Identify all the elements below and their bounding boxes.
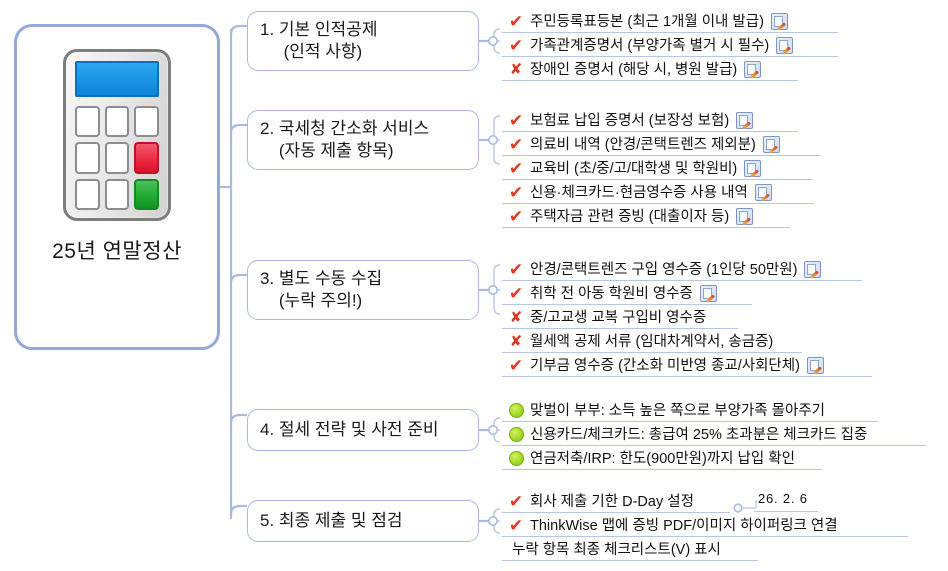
calculator-key-red <box>134 142 159 174</box>
calculator-key <box>75 142 100 174</box>
leaf-label: 보험료 납입 증명서 (보장성 보험) <box>530 112 730 129</box>
calculator-key <box>134 106 159 138</box>
branch-node-1-label: 1. 기본 인적공제 (인적 사항) <box>260 19 378 61</box>
check-icon: ✔ <box>508 159 524 178</box>
note-pencil-icon[interactable] <box>804 261 822 278</box>
leaf-label: 신용·체크카드·현금영수증 사용 내역 <box>530 184 748 201</box>
calculator-icon <box>63 49 171 221</box>
leaf-item[interactable]: ✔ 주택자금 관련 증빙 (대출이자 등) <box>506 205 754 228</box>
leaf-label: 맞벌이 부부: 소득 높은 쪽으로 부양가족 몰아주기 <box>530 402 825 419</box>
check-icon: ✔ <box>508 356 524 375</box>
check-icon: ✔ <box>508 12 524 31</box>
note-pencil-icon[interactable] <box>754 184 772 201</box>
check-icon: ✔ <box>508 36 524 55</box>
leaf-item[interactable]: ✔ 안경/콘택트렌즈 구입 영수증 (1인당 50만원) <box>506 258 822 281</box>
note-pencil-icon[interactable] <box>736 112 754 129</box>
green-bullet-icon <box>506 427 526 442</box>
leaf-label: 연금저축/IRP: 한도(900만원)까지 납입 확인 <box>530 450 795 467</box>
leaf-item[interactable]: ✘ 월세액 공제 서류 (임대차계약서, 송금증) <box>506 330 774 353</box>
check-icon: ✔ <box>508 207 524 226</box>
leaf-item[interactable]: 맞벌이 부부: 소득 높은 쪽으로 부양가족 몰아주기 <box>506 399 825 422</box>
calculator-keys <box>75 106 159 210</box>
central-node-label: 25년 연말정산 <box>52 240 182 263</box>
note-pencil-icon[interactable] <box>736 208 754 225</box>
check-icon: ✔ <box>508 492 524 511</box>
note-pencil-icon[interactable] <box>770 13 788 30</box>
check-icon: ✔ <box>508 111 524 130</box>
branch-node-4[interactable]: 4. 절세 전략 및 사전 준비 <box>247 409 479 451</box>
note-pencil-icon[interactable] <box>699 285 717 302</box>
note-pencil-icon[interactable] <box>744 160 762 177</box>
calculator-key <box>75 106 100 138</box>
branch-node-2[interactable]: 2. 국세청 간소화 서비스 (자동 제출 항목) <box>247 110 479 170</box>
leaf-label: 누락 항목 최종 체크리스트(V) 표시 <box>512 541 721 558</box>
leaf-label: 장애인 증명서 (해당 시, 병원 발급) <box>530 61 738 78</box>
leaf-item[interactable]: ✔ 취학 전 아동 학원비 영수증 <box>506 282 717 305</box>
branch-node-5[interactable]: 5. 최종 제출 및 점검 <box>247 500 479 542</box>
leaf-item[interactable]: 연금저축/IRP: 한도(900만원)까지 납입 확인 <box>506 447 795 470</box>
leaf-label: 주택자금 관련 증빙 (대출이자 등) <box>530 208 730 225</box>
leaf-item[interactable]: ✔ ThinkWise 맵에 증빙 PDF/이미지 하이퍼링크 연결 <box>506 514 838 537</box>
leaf-label: 가족관계증명서 (부양가족 별거 시 필수) <box>530 37 770 54</box>
calculator-key <box>104 142 130 174</box>
green-bullet-icon <box>506 451 526 466</box>
green-bullet-icon <box>506 403 526 418</box>
branch-node-4-label: 4. 절세 전략 및 사전 준비 <box>260 419 439 439</box>
check-icon: ✔ <box>508 284 524 303</box>
leaf-item[interactable]: ✔ 회사 제출 기한 D-Day 설정 <box>506 490 694 513</box>
calculator-screen <box>75 61 159 97</box>
leaf-item[interactable]: ✘ 장애인 증명서 (해당 시, 병원 발급) <box>506 58 762 81</box>
leaf-label: 기부금 영수증 (간소화 미반영 종교/사회단체) <box>530 357 800 374</box>
leaf-label: 안경/콘택트렌즈 구입 영수증 (1인당 50만원) <box>530 261 798 278</box>
note-pencil-icon[interactable] <box>806 357 824 374</box>
cross-icon: ✘ <box>509 309 523 326</box>
calculator-key-green <box>134 178 159 210</box>
leaf-item[interactable]: 누락 항목 최종 체크리스트(V) 표시 <box>512 538 721 561</box>
calculator-key <box>75 178 100 210</box>
leaf-label: 중/고교생 교복 구입비 영수증 <box>530 309 707 326</box>
leaf-item[interactable]: ✔ 가족관계증명서 (부양가족 별거 시 필수) <box>506 34 794 57</box>
branch-node-1[interactable]: 1. 기본 인적공제 (인적 사항) <box>247 11 479 71</box>
branch-node-2-label: 2. 국세청 간소화 서비스 (자동 제출 항목) <box>260 118 430 160</box>
cross-icon: ✘ <box>509 333 523 350</box>
leaf-label: 회사 제출 기한 D-Day 설정 <box>530 493 694 510</box>
note-pencil-icon[interactable] <box>762 136 780 153</box>
leaf-item[interactable]: 신용카드/체크카드: 총급여 25% 초과분은 체크카드 집중 <box>506 423 867 446</box>
leaf-item[interactable]: ✔ 교육비 (초/중/고/대학생 및 학원비) <box>506 157 762 180</box>
leaf-label: 주민등록표등본 (최근 1개월 이내 발급) <box>530 13 764 30</box>
branch-node-3-label: 3. 별도 수동 수집 (누락 주의!) <box>260 268 383 310</box>
calculator-key <box>104 178 130 210</box>
leaf-label: 취학 전 아동 학원비 영수증 <box>530 285 693 302</box>
leaf-label: 신용카드/체크카드: 총급여 25% 초과분은 체크카드 집중 <box>530 426 868 443</box>
check-icon: ✔ <box>508 516 524 535</box>
sub-note-dday[interactable]: 26. 2. 6 <box>758 491 808 506</box>
check-icon: ✔ <box>508 260 524 279</box>
cross-icon: ✘ <box>509 61 523 78</box>
leaf-item[interactable]: ✔ 신용·체크카드·현금영수증 사용 내역 <box>506 181 772 204</box>
leaf-item[interactable]: ✔ 보험료 납입 증명서 (보장성 보험) <box>506 109 754 132</box>
leaf-label: 의료비 내역 (안경/콘택트렌즈 제외분) <box>530 136 756 153</box>
check-icon: ✔ <box>508 135 524 154</box>
leaf-item[interactable]: ✔ 의료비 내역 (안경/콘택트렌즈 제외분) <box>506 133 780 156</box>
central-node[interactable]: 25년 연말정산 <box>14 24 220 350</box>
leaf-label: 월세액 공제 서류 (임대차계약서, 송금증) <box>530 333 774 350</box>
check-icon: ✔ <box>508 183 524 202</box>
leaf-item[interactable]: ✘ 중/고교생 교복 구입비 영수증 <box>506 306 707 329</box>
leaf-item[interactable]: ✔ 주민등록표등본 (최근 1개월 이내 발급) <box>506 10 788 33</box>
leaf-label: 교육비 (초/중/고/대학생 및 학원비) <box>530 160 738 177</box>
note-pencil-icon[interactable] <box>776 37 794 54</box>
branch-node-5-label: 5. 최종 제출 및 점검 <box>260 510 403 530</box>
note-pencil-icon[interactable] <box>744 61 762 78</box>
leaf-item[interactable]: ✔ 기부금 영수증 (간소화 미반영 종교/사회단체) <box>506 354 824 377</box>
branch-node-3[interactable]: 3. 별도 수동 수집 (누락 주의!) <box>247 260 479 320</box>
calculator-key <box>104 106 130 138</box>
leaf-label: ThinkWise 맵에 증빙 PDF/이미지 하이퍼링크 연결 <box>530 517 838 534</box>
